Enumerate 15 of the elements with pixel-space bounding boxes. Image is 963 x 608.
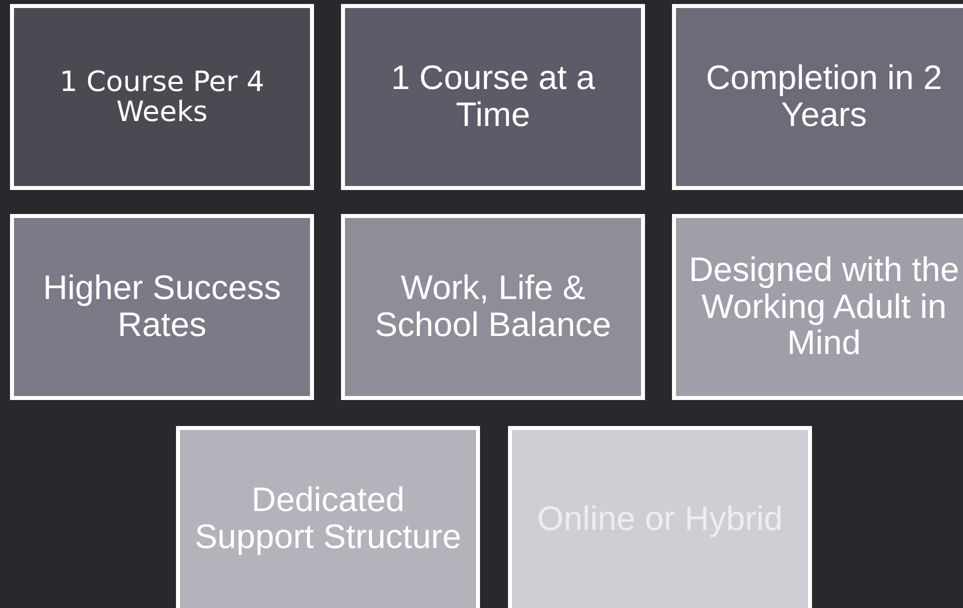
feature-box: [10, 214, 314, 400]
feature-box: [341, 214, 645, 400]
feature-text: Dedicated Support Structure: [194, 482, 462, 556]
feature-box: [341, 4, 645, 190]
feature-box: [176, 426, 480, 608]
feature-box: [508, 426, 812, 608]
feature-text: Work, Life & School Balance: [374, 270, 612, 344]
feature-box: [672, 214, 963, 400]
feature-text: 1 Course at a Time: [390, 60, 596, 134]
feature-text: Designed with the Working Adult in Mind: [688, 252, 960, 362]
feature-text: Higher Success Rates: [42, 270, 282, 344]
feature-box: [672, 4, 963, 190]
feature-text: 1 Course Per 4 Weeks: [58, 66, 266, 128]
feature-text: Completion in 2 Years: [704, 60, 944, 134]
feature-box: [10, 4, 314, 190]
